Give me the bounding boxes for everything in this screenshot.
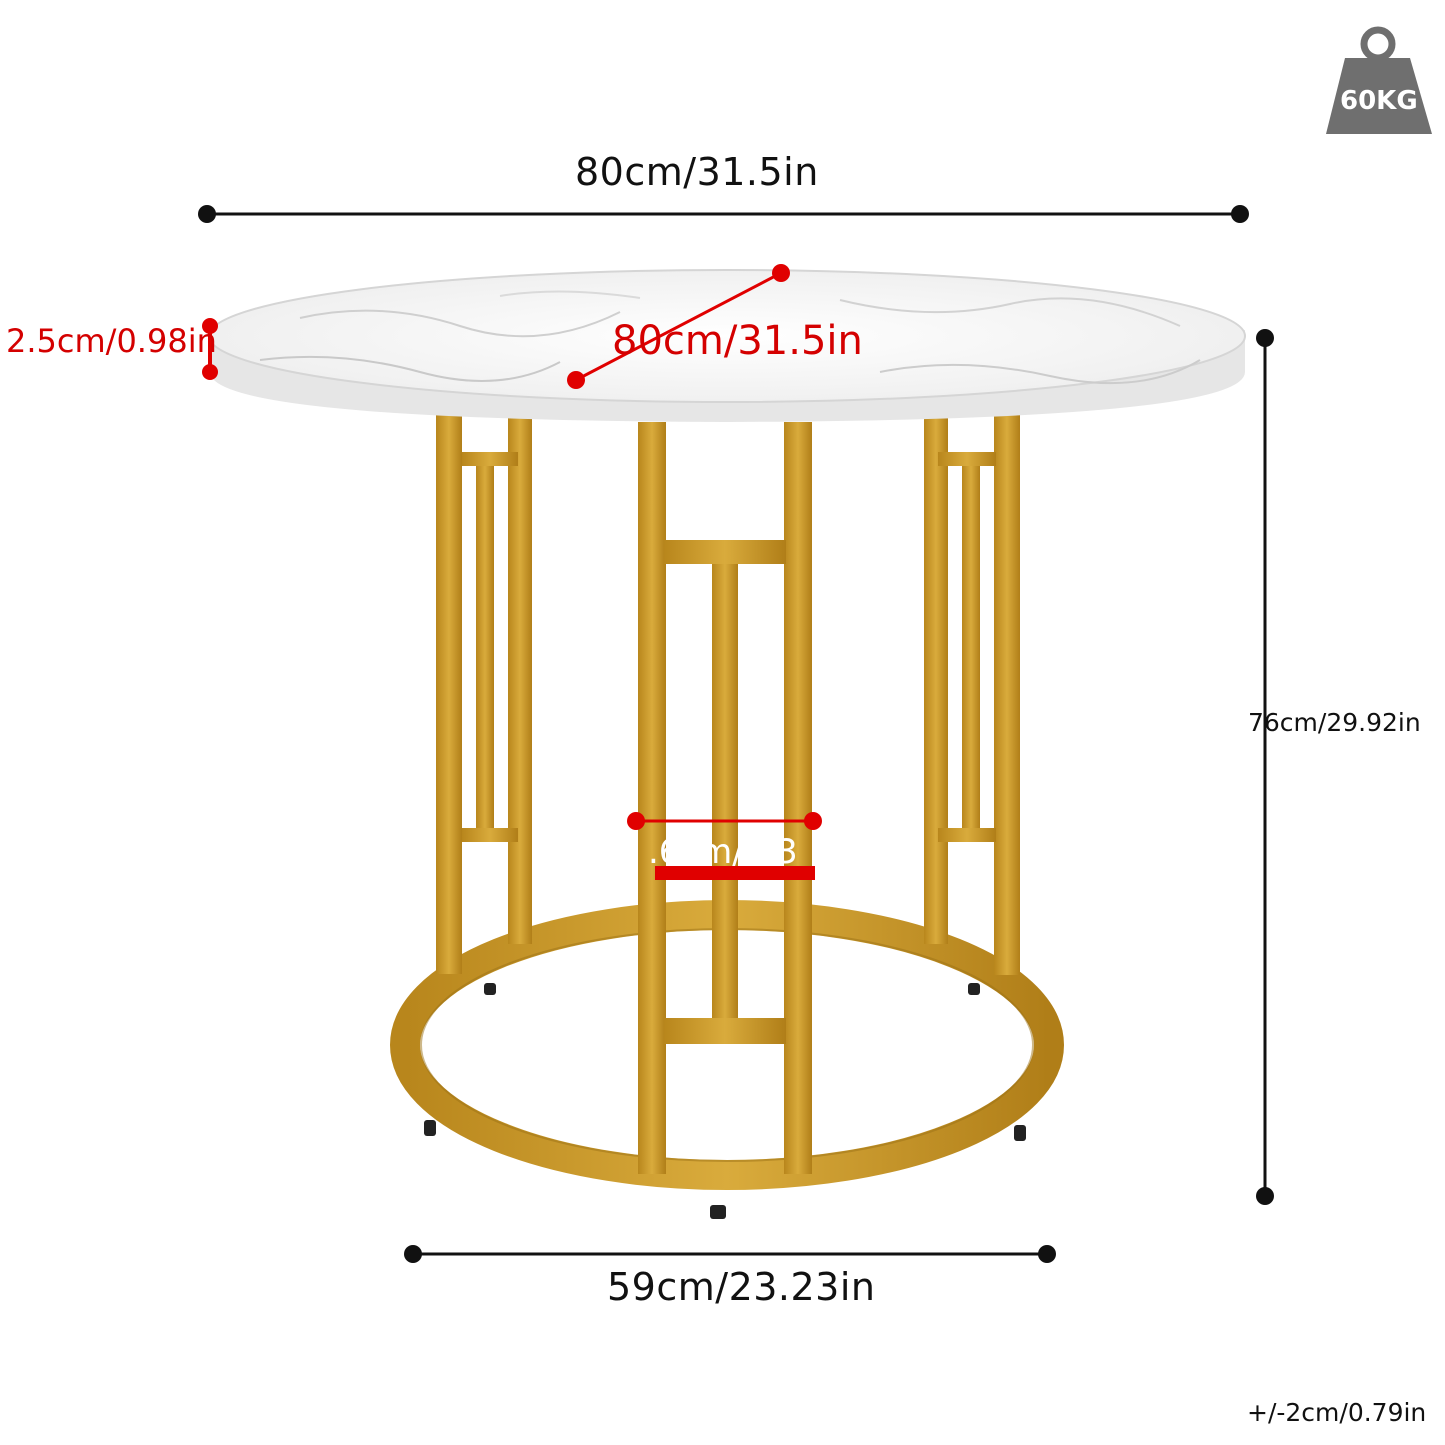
- height-dimension-line: [1256, 329, 1274, 1205]
- center-leg-frame: [638, 422, 812, 1174]
- height-label: 76cm/29.92in: [1248, 708, 1421, 737]
- top-width-label: 80cm/31.5in: [575, 150, 819, 194]
- top-width-dimension-line: [198, 205, 1249, 223]
- base-width-label: 59cm/23.23in: [607, 1265, 876, 1309]
- weight-icon: [1326, 26, 1432, 134]
- weight-label: 60KG: [1340, 86, 1418, 116]
- leg-width-label: .6cm/5.3: [648, 832, 798, 872]
- thickness-label: 2.5cm/0.98in: [6, 322, 217, 360]
- leg-width-dimension-line: [627, 812, 822, 880]
- diameter-label: 80cm/31.5in: [612, 318, 863, 364]
- right-leg-frame: [924, 410, 1020, 975]
- base-width-dimension-line: [404, 1245, 1056, 1263]
- thickness-dimension-line: [202, 318, 218, 380]
- tolerance-label: +/-2cm/0.79in: [1247, 1398, 1427, 1427]
- left-leg-frame: [436, 414, 532, 974]
- diameter-dimension-line: [567, 264, 790, 389]
